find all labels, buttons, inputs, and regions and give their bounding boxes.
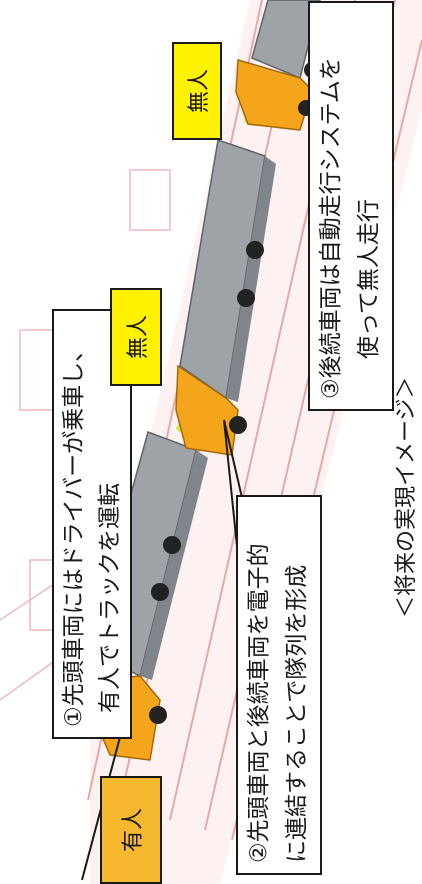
link-callout-line-1: ②先頭車両と後続車両を電子的: [246, 543, 272, 863]
unmanned-tag-2: 無人: [172, 42, 222, 140]
lead-wheel-1: [151, 583, 169, 601]
manned-tag: 有人: [100, 776, 162, 884]
follow-callout: ③後続車両は自動走行システムを 使って無人走行: [308, 1, 394, 411]
link-callout-line-2: に連結することで隊列を形成: [284, 564, 310, 863]
middle-wheel-1: [237, 289, 255, 307]
lead-callout-line-1: ①先頭車両にはドライバーが乗車し、: [61, 338, 87, 727]
unmanned-tag-1: 無人: [110, 288, 162, 386]
caption: ＜将来の実現イメージ＞: [394, 376, 419, 618]
link-callout: ②先頭車両と後続車両を電子的 に連結することで隊列を形成: [236, 495, 322, 875]
lead-wheel-3: [149, 706, 167, 724]
middle-truck: [175, 139, 276, 456]
rear-trailer: [251, 0, 321, 80]
lead-wheel-2: [163, 536, 181, 554]
middle-wheel-2: [246, 241, 264, 259]
middle-trailer-side: [226, 156, 276, 402]
rear-cab: [235, 59, 313, 131]
rear-truck: [235, 0, 321, 131]
middle-wheel-3: [229, 416, 247, 434]
follow-callout-line-2: 使って無人走行: [356, 199, 382, 359]
lead-trailer-side: [140, 450, 208, 680]
follow-callout-line-1: ③後続車両は自動走行システムを: [318, 57, 344, 399]
